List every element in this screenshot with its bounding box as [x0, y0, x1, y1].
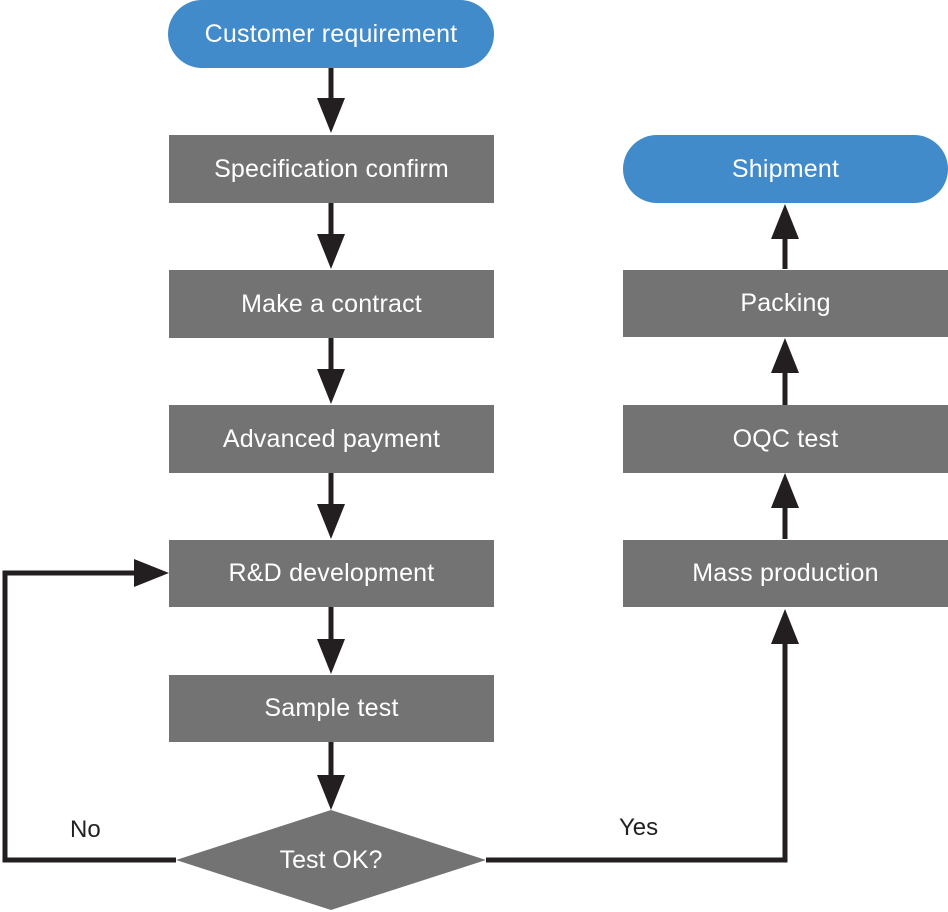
node-oqc-test-label: OQC test — [732, 424, 839, 453]
node-test-ok-text: Test OK? — [279, 845, 383, 874]
decision-diamond — [176, 810, 486, 910]
node-mass-production: Mass production — [623, 540, 948, 607]
node-rd-development-label: R&D development — [228, 559, 435, 587]
arrow-sample-to-decision — [317, 742, 345, 810]
node-shipment: Shipment — [623, 135, 948, 203]
node-customer-requirement-label: Customer requirement — [204, 19, 458, 48]
node-sample-test: Sample test — [169, 675, 494, 742]
node-rd-development: R&D development — [169, 540, 494, 607]
edge-label-no: No — [70, 816, 101, 843]
node-packing: Packing — [623, 270, 948, 337]
arrow-packing-to-shipment — [771, 204, 799, 269]
arrow-no-loop — [2, 559, 176, 863]
node-sample-test-label: Sample test — [264, 694, 399, 722]
arrow-rd-to-sample — [317, 607, 345, 674]
node-advanced-payment: Advanced payment — [169, 405, 494, 473]
node-mass-production-label: Mass production — [692, 559, 879, 587]
node-advanced-payment-label: Advanced payment — [222, 424, 441, 453]
arrow-requirement-to-spec — [317, 68, 345, 133]
arrow-payment-to-rd — [317, 473, 345, 539]
node-oqc-test: OQC test — [623, 405, 948, 473]
edge-label-yes: Yes — [619, 814, 659, 841]
arrow-contract-to-payment — [317, 338, 345, 404]
node-make-contract: Make a contract — [169, 270, 494, 338]
node-shipment-label: Shipment — [731, 154, 840, 183]
node-specification-confirm-label: Specification confirm — [214, 154, 449, 183]
node-customer-requirement: Customer requirement — [168, 0, 494, 68]
node-test-ok-label: Test OK? — [176, 835, 486, 885]
node-packing-label: Packing — [740, 289, 831, 317]
arrow-mass-to-oqc — [771, 473, 799, 539]
node-make-contract-label: Make a contract — [241, 289, 422, 318]
node-specification-confirm: Specification confirm — [169, 135, 494, 203]
arrow-yes-path — [486, 609, 799, 863]
arrow-spec-to-contract — [317, 203, 345, 269]
